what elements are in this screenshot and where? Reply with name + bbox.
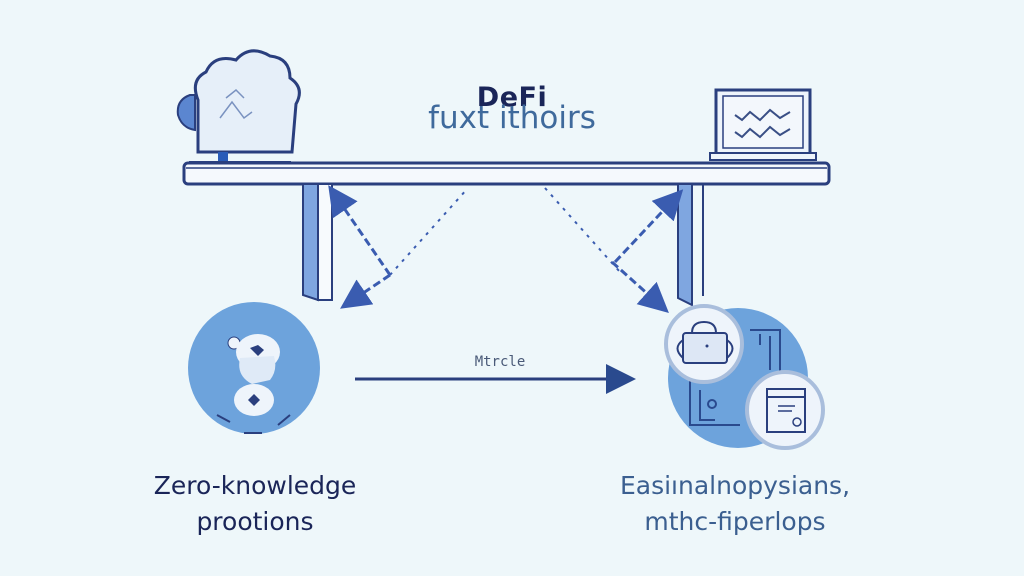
connector-label: Mtrcle [474,354,526,370]
left-node-label: Zero-knowledge prootions [120,468,390,540]
right-node-label: Easiınalnopysians, mthc-fiperlops [590,468,880,540]
zk-robot-node [188,302,320,434]
left-node-label-line1: Zero-knowledge [153,471,357,500]
left-node-label-line2: prootions [196,507,314,536]
flow-arrows-left [328,185,469,309]
diagram-subtitle: fuxt ithoirs [428,100,596,136]
security-node [664,304,825,450]
bridge-table [182,161,831,307]
lock-icon [676,320,734,364]
flow-arrows-right [544,187,684,314]
document-window-icon [766,388,806,433]
diagram-title: DeFi [476,82,548,113]
right-node-label-line1: Easiınalnopysians, [619,471,851,500]
right-node-label-line2: mthc-fiperlops [644,507,826,536]
robot-figure-icon [216,334,291,434]
laptop-chart-icon [709,88,817,161]
circuit-icon [689,329,781,426]
